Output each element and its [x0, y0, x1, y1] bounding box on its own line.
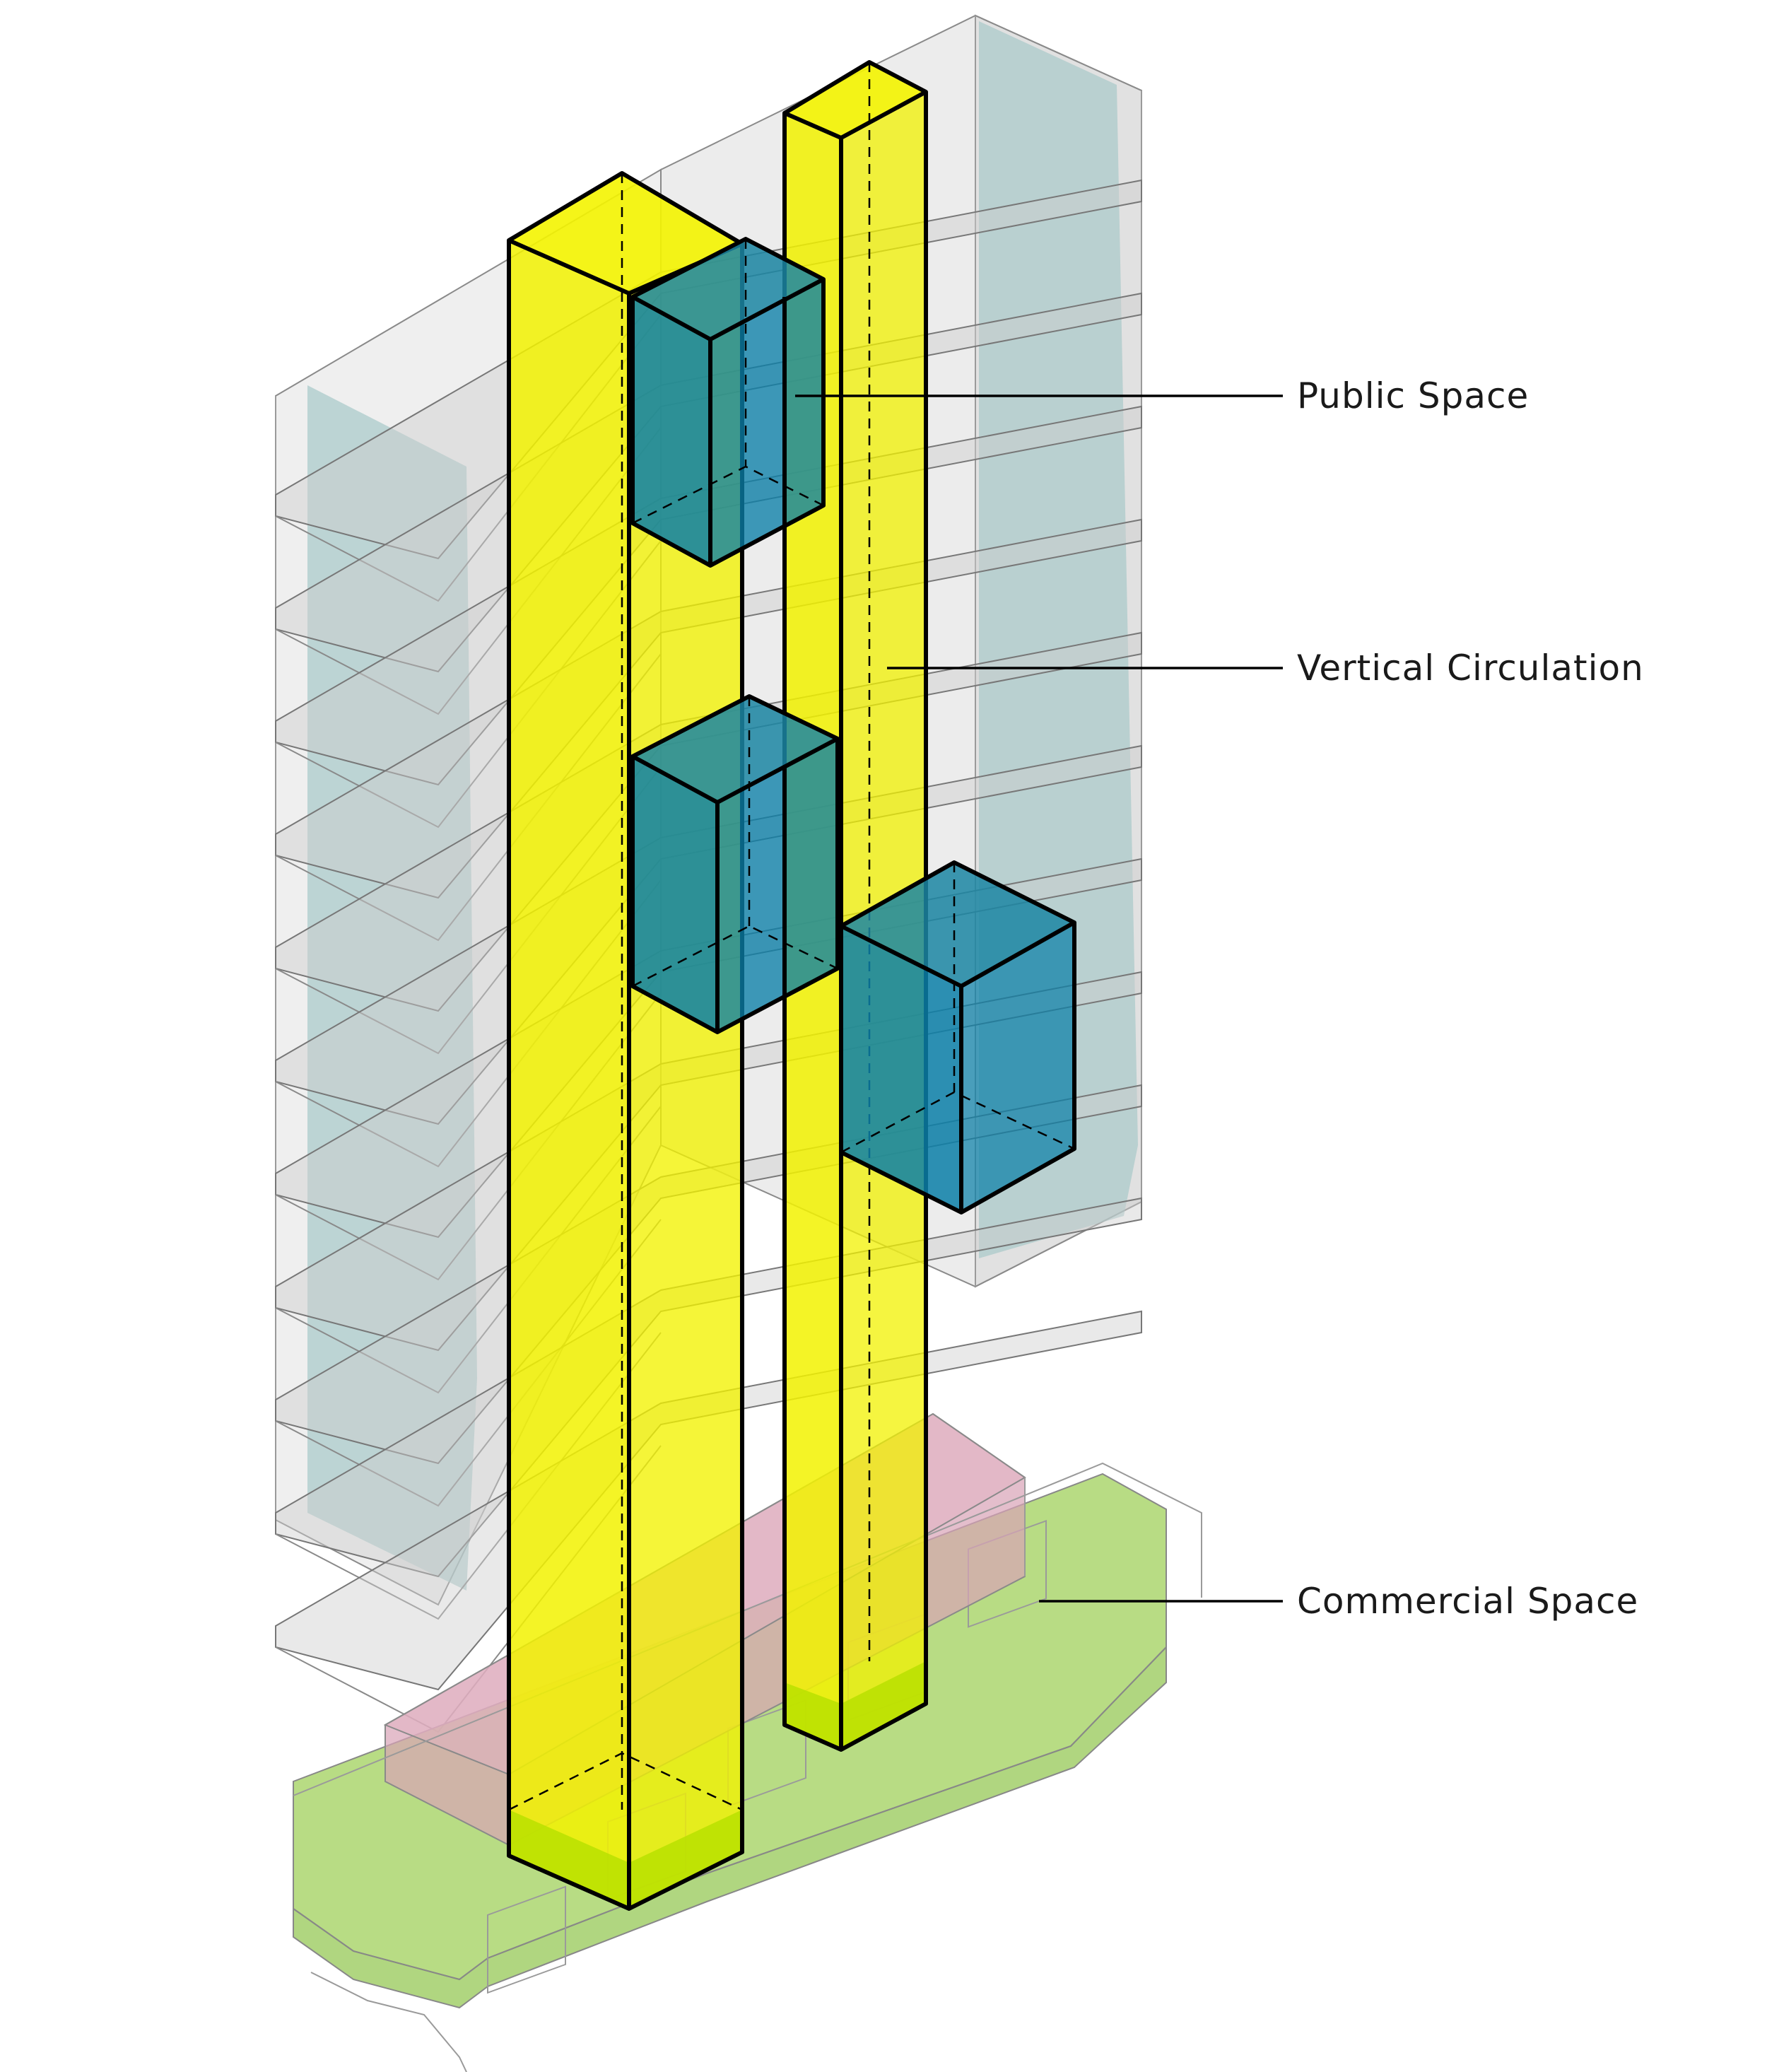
public-box-mid-top — [633, 696, 838, 802]
public-space-box-top — [630, 237, 826, 568]
annotation-vertical-circulation: Vertical Circulation — [887, 648, 1644, 689]
public-box-top-left-face — [633, 297, 710, 566]
public-box-mid-right-face — [717, 739, 838, 1032]
public-space-box-right — [839, 860, 1076, 1214]
public-box-mid-left-face — [633, 756, 717, 1032]
public-box-right-left-face — [841, 926, 961, 1212]
public-box-mid-hidden — [632, 925, 838, 988]
public-box-top-top — [633, 239, 823, 339]
floor-slabs — [275, 179, 1142, 1733]
core-right-base — [785, 1661, 926, 1750]
core-left-left-face — [509, 240, 629, 1909]
public-space-box-middle — [630, 694, 840, 1034]
annotation-public-space: Public Space — [795, 375, 1529, 416]
annotation-commercial-space: Commercial Space — [1039, 1581, 1638, 1622]
facade-glass-left — [307, 385, 477, 1591]
commercial-podium-front — [293, 1645, 1167, 2009]
core-left-hidden-base — [508, 1752, 743, 1811]
core-left-base — [509, 1810, 742, 1909]
public-box-right-right-face — [961, 923, 1074, 1212]
entry-stairs — [310, 1972, 467, 2072]
circulation-core-left — [507, 171, 744, 1911]
label-commercial-space: Commercial Space — [1297, 1581, 1638, 1622]
label-public-space: Public Space — [1297, 375, 1529, 416]
public-box-top-right-face — [710, 279, 823, 566]
core-left-right-face — [629, 244, 742, 1909]
label-vertical-circulation: Vertical Circulation — [1297, 648, 1644, 689]
